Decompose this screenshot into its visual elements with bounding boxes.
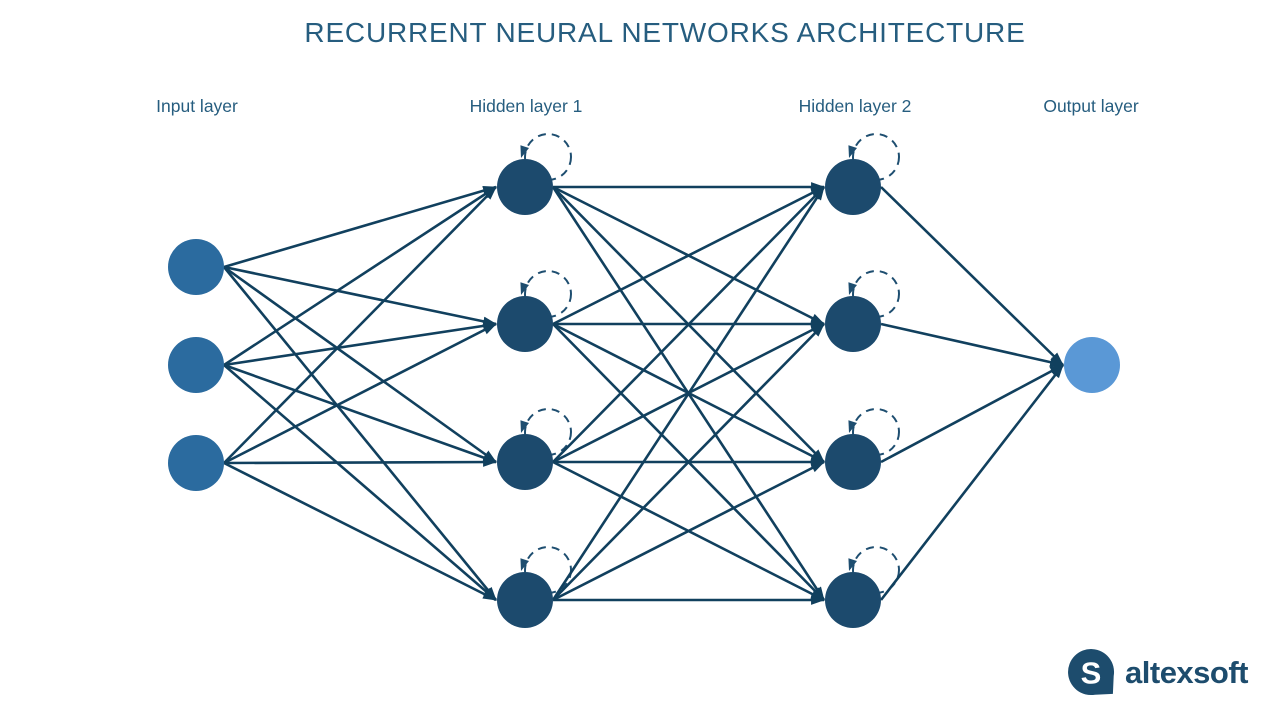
self-loop-arrowhead (520, 145, 529, 158)
self-loop-arrowhead (848, 420, 857, 433)
logo-mark-letter: S (1081, 656, 1102, 691)
self-loop-arrowhead (848, 558, 857, 571)
self-loop-arrowhead (520, 282, 529, 295)
edge (552, 186, 825, 463)
self-loop-arrowhead (848, 282, 857, 295)
edge (223, 363, 498, 464)
self-loop-arrowhead (520, 558, 529, 571)
label-output-layer: Output layer (1043, 96, 1139, 116)
node-hidden2 (825, 296, 881, 352)
edge (223, 321, 498, 367)
label-hidden-layer-1: Hidden layer 1 (469, 96, 583, 116)
speech-bubble-shape (1068, 649, 1115, 696)
edge (223, 461, 497, 602)
self-loop-arrowhead (520, 420, 529, 433)
node-output (1064, 337, 1120, 393)
altexsoft-logo-mark-icon: S (1068, 649, 1115, 696)
node-hidden1 (497, 159, 553, 215)
edges-layer (222, 182, 1065, 605)
edge (223, 364, 497, 601)
edge (552, 323, 825, 601)
page-title: RECURRENT NEURAL NETWORKS ARCHITECTURE (304, 17, 1026, 48)
self-loop-arrowheads-layer (520, 145, 857, 571)
altexsoft-wordmark: altexsoft (1125, 654, 1248, 690)
node-hidden1 (497, 296, 553, 352)
edge (223, 186, 497, 464)
edge (222, 266, 498, 601)
node-input (168, 337, 224, 393)
node-hidden2 (825, 159, 881, 215)
nodes-layer (168, 159, 1120, 628)
edge (223, 185, 498, 269)
edge (880, 322, 1065, 367)
node-hidden1 (497, 434, 553, 490)
edge (552, 185, 825, 326)
label-input-layer: Input layer (156, 96, 238, 116)
edge (223, 265, 498, 327)
edge (223, 457, 498, 467)
edge (223, 265, 497, 464)
node-input (168, 239, 224, 295)
edge (880, 186, 1064, 366)
altexsoft-logo: S altexsoft (1068, 649, 1248, 696)
node-hidden1 (497, 572, 553, 628)
edge (879, 364, 1065, 601)
edge (880, 363, 1064, 464)
self-loop-arrowhead (848, 145, 857, 158)
node-hidden2 (825, 434, 881, 490)
node-input (168, 435, 224, 491)
edge (552, 460, 825, 602)
node-hidden2 (825, 572, 881, 628)
label-hidden-layer-2: Hidden layer 2 (798, 96, 912, 116)
edge (223, 185, 497, 367)
edge (223, 322, 497, 465)
edge (551, 186, 826, 601)
